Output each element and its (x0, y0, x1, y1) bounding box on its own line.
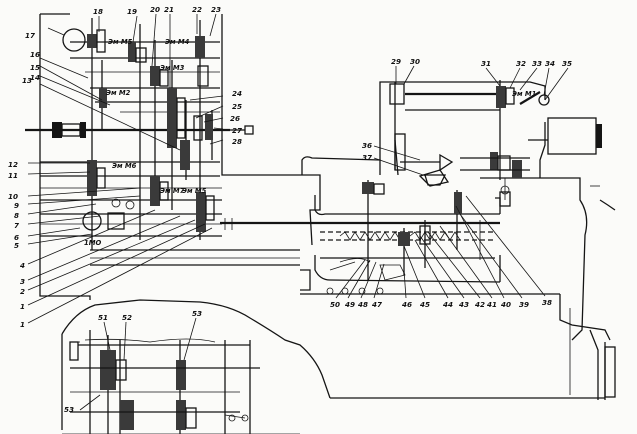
label-22: 22 (192, 5, 202, 14)
machine-frame-outline (39, 13, 616, 434)
label-8: 8 (14, 211, 19, 220)
label-4: 4 (20, 261, 25, 270)
label-14: 14 (30, 73, 40, 82)
label-25: 25 (232, 102, 242, 111)
label-2: 2 (20, 287, 25, 296)
main-shaft (25, 122, 254, 138)
label-31: 31 (481, 59, 491, 68)
label-6: 6 (14, 233, 19, 242)
label-53-lower: 53 (64, 405, 74, 414)
motor-right (547, 117, 597, 155)
leader-lines (27, 13, 569, 411)
clutch-em-m3: Эм М3 (160, 64, 185, 72)
clutch-em-m1: Эм М1 (512, 90, 536, 98)
label-1b: 1 (20, 320, 25, 329)
label-45: 45 (420, 300, 430, 309)
label-16: 16 (30, 50, 40, 59)
label-46: 46 (402, 300, 412, 309)
label-37: 37 (362, 153, 372, 162)
label-28: 28 (232, 137, 242, 146)
part-numbers: 12 11 10 9 8 7 6 5 4 3 2 1 1 17 16 15 14… (8, 5, 572, 414)
label-50: 50 (330, 300, 340, 309)
label-49: 49 (345, 300, 355, 309)
label-38: 38 (542, 298, 552, 307)
gearbox-shafts (40, 18, 222, 250)
label-53: 53 (192, 309, 202, 318)
label-29: 29 (391, 57, 401, 66)
label-12: 12 (8, 160, 18, 169)
label-30: 30 (410, 57, 420, 66)
label-5: 5 (14, 241, 19, 250)
label-15: 15 (30, 63, 40, 72)
clutch-em-m4: Эм М4 (165, 38, 190, 46)
lower-assembly (69, 330, 260, 434)
label-27: 27 (232, 126, 242, 135)
label-51: 51 (98, 313, 108, 322)
label-26: 26 (230, 114, 240, 123)
label-36: 36 (362, 141, 372, 150)
label-48: 48 (358, 300, 368, 309)
label-44: 44 (443, 300, 453, 309)
label-24: 24 (232, 89, 242, 98)
label-43: 43 (459, 300, 469, 309)
label-10: 10 (8, 192, 18, 201)
label-41: 41 (487, 300, 497, 309)
clutch-em-m6: Эм М6 (112, 162, 137, 170)
clutch-em-m2: Эм М2 (106, 89, 131, 97)
gear-17 (62, 28, 86, 52)
motor-label: 1МО (84, 239, 101, 247)
label-39: 39 (519, 300, 529, 309)
clutch-em-m7: Эм М7 (160, 187, 185, 195)
label-52: 52 (122, 313, 132, 322)
label-21: 21 (164, 5, 174, 14)
clutch-em-m5-lower: Эм М5 (182, 187, 207, 195)
feed-mechanism (220, 169, 511, 295)
label-11: 11 (8, 171, 18, 180)
label-9: 9 (14, 201, 19, 210)
label-1: 1 (20, 302, 25, 311)
motor-circle (82, 211, 102, 231)
label-32: 32 (516, 59, 526, 68)
label-23: 23 (211, 5, 221, 14)
label-3: 3 (20, 277, 25, 286)
label-35: 35 (562, 59, 572, 68)
label-13: 13 (22, 76, 32, 85)
label-20: 20 (150, 5, 160, 14)
label-18: 18 (93, 7, 103, 16)
clutch-em-m5: Эм М5 (108, 38, 133, 46)
label-34: 34 (545, 59, 555, 68)
label-7: 7 (14, 221, 19, 230)
label-19: 19 (127, 7, 137, 16)
label-47: 47 (372, 300, 382, 309)
label-42: 42 (475, 300, 485, 309)
clutch-tags: Эм М5 Эм М4 Эм М3 Эм М2 Эм М6 Эм М7 Эм М… (84, 38, 536, 247)
right-head (389, 80, 602, 200)
label-33: 33 (532, 59, 542, 68)
label-17: 17 (25, 31, 35, 40)
label-40: 40 (501, 300, 511, 309)
